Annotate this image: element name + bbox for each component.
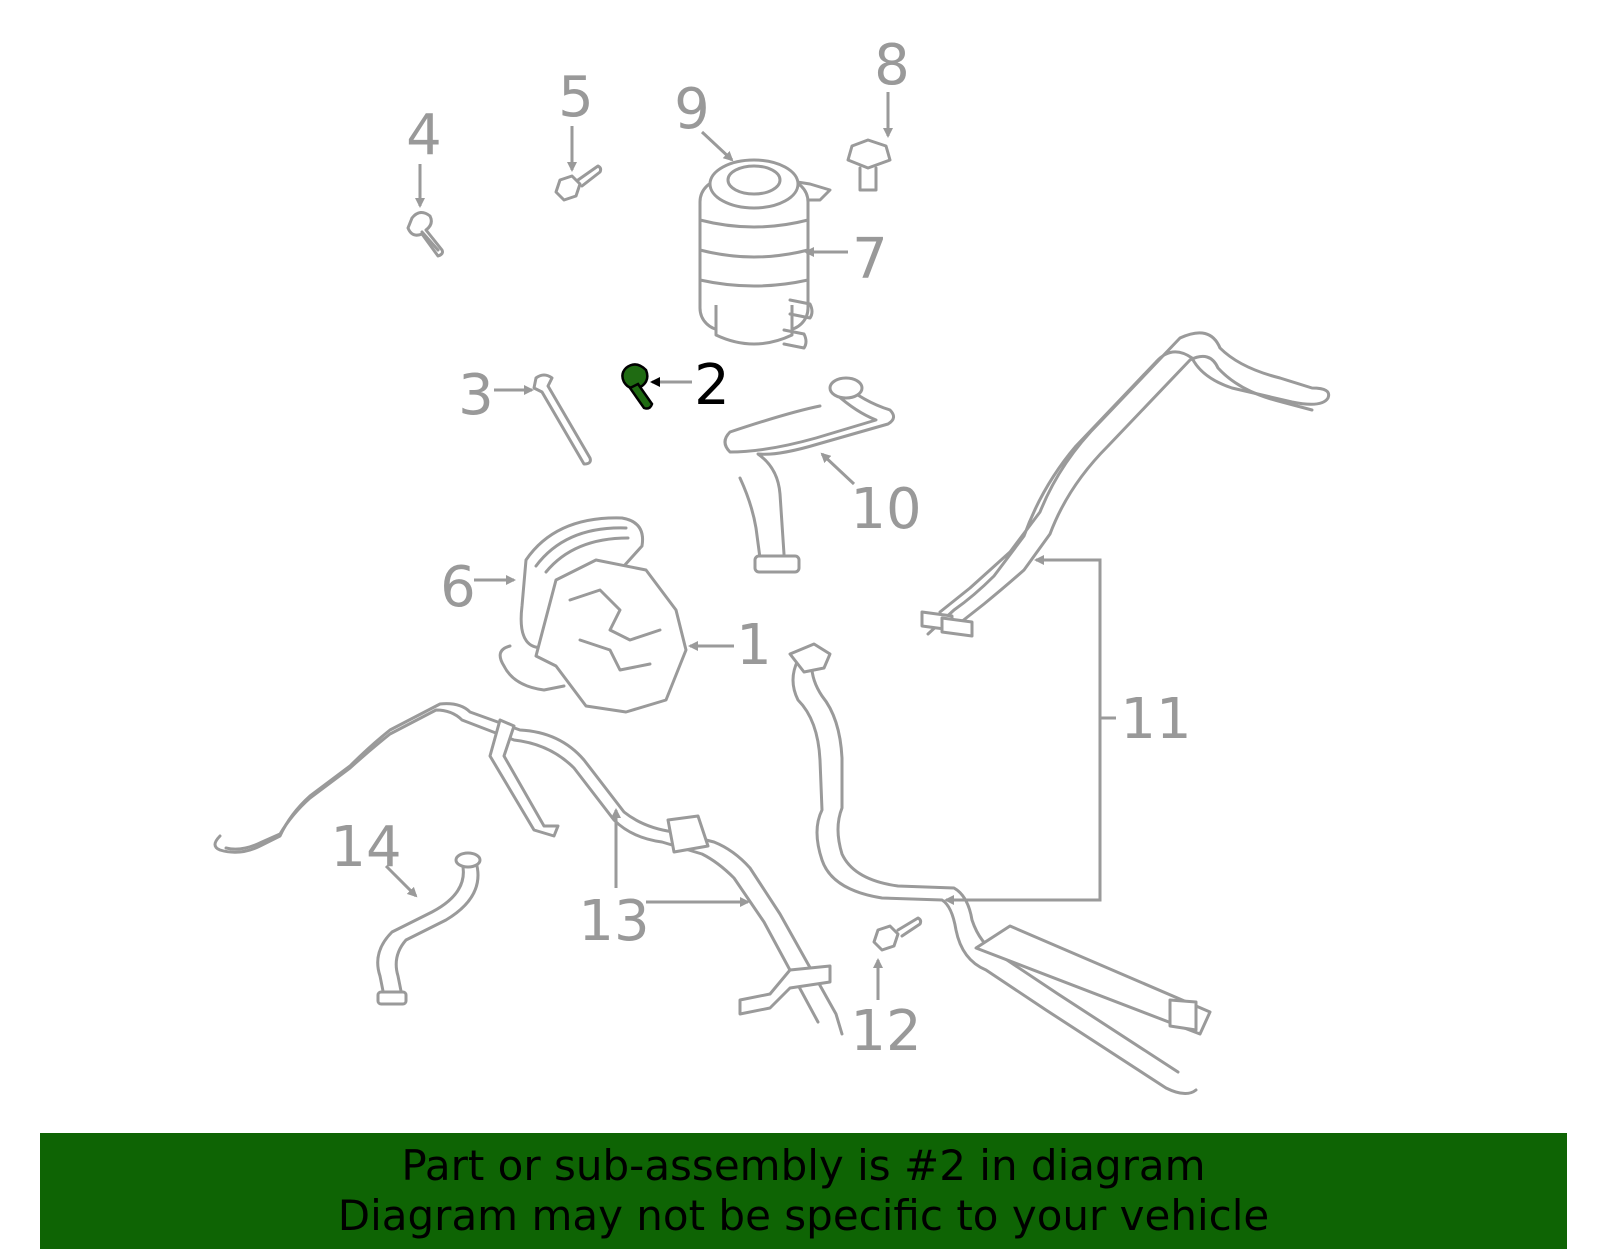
callout-9: 9 [674,77,710,142]
part-14-hose[interactable] [376,851,482,1006]
info-banner: Part or sub-assembly is #2 in diagram Di… [40,1133,1567,1249]
callout-3: 3 [458,363,494,428]
callout-8: 8 [874,33,910,98]
callout-labels: 4 5 8 9 7 3 2 10 6 1 11 12 13 14 [330,33,1191,1064]
banner-line-2: Diagram may not be specific to your vehi… [337,1191,1270,1240]
callout-6: 6 [440,555,476,620]
part-11-return-line[interactable] [788,642,1212,1095]
callout-14: 14 [330,815,401,880]
part-4-bolt[interactable] [406,211,444,258]
callout-13: 13 [578,889,649,954]
callout-10: 10 [850,477,921,542]
callout-11: 11 [1120,687,1191,752]
part-11-pressure-line[interactable] [920,331,1331,638]
banner-line-1: Part or sub-assembly is #2 in diagram [401,1141,1206,1190]
part-1-pump[interactable] [498,558,688,714]
callout-1: 1 [736,613,772,678]
callout-12: 12 [850,999,921,1064]
leader-lines [384,92,1116,1000]
callout-7: 7 [852,227,888,292]
part-13-hose-assembly[interactable] [213,702,844,1036]
part-8-bolt[interactable] [846,138,892,192]
callout-5: 5 [558,65,594,130]
part-3-bolt[interactable] [532,373,592,466]
part-12-bolt[interactable] [872,916,923,952]
part-5-bolt[interactable] [554,164,603,202]
part-2-bolt[interactable] [621,363,654,410]
part-9-cap[interactable] [708,158,800,210]
callout-4: 4 [406,103,442,168]
callout-2: 2 [694,353,730,418]
part-10-hose[interactable] [723,376,895,574]
